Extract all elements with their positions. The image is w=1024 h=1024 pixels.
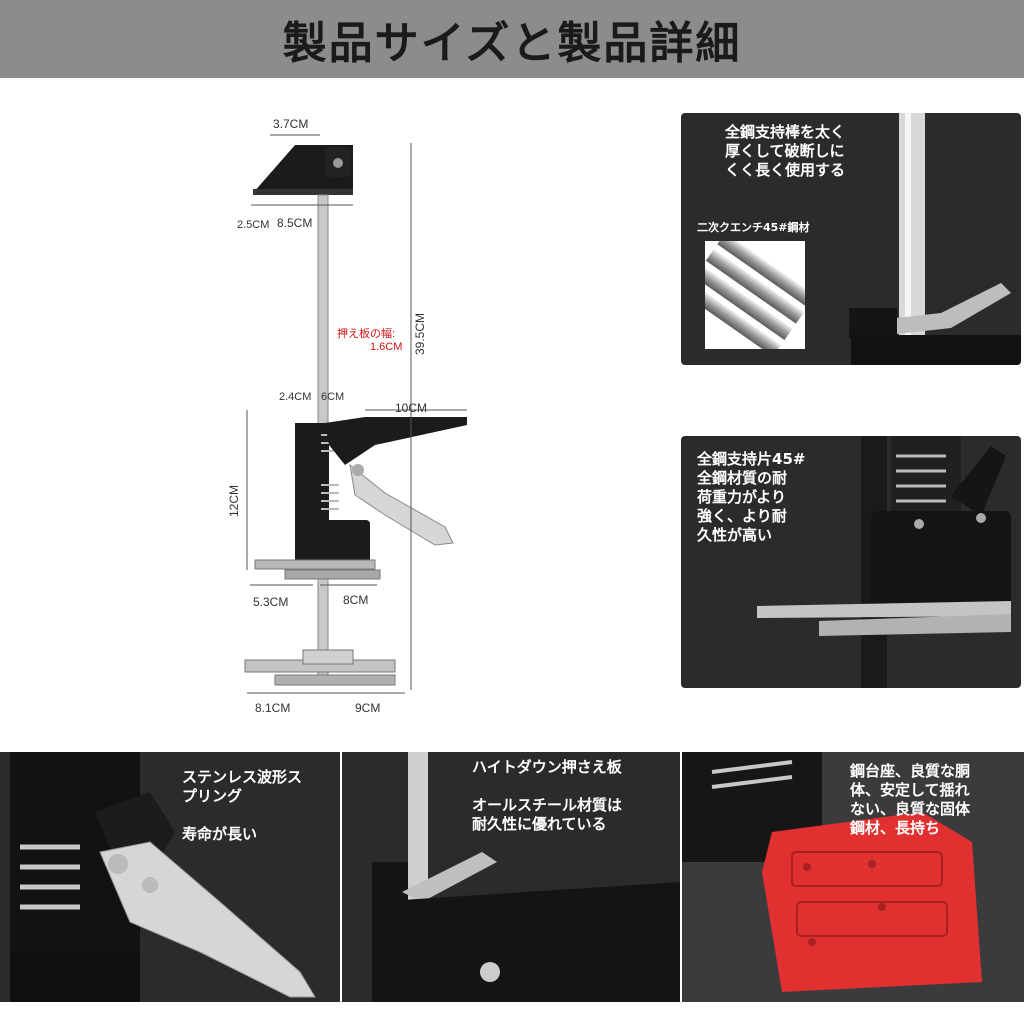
dim-top-width: 3.7CM (273, 117, 309, 131)
dim-handle-b: 6CM (321, 391, 345, 403)
steel-rod-text: 全鋼支持棒を太く 厚くして破断しに くく長く使用する (725, 123, 846, 179)
rod-illustration (849, 113, 1021, 365)
base-illustration (682, 752, 982, 992)
page-title: 製品サイズと製品詳細 (282, 18, 742, 69)
press-plate-text: ハイトダウン押さえ板 オールスチール材質は 耐久性に優れている (472, 758, 623, 833)
dim-fork-b: 8CM (343, 593, 369, 607)
steel-rod-sub-label: 二次クエンチ45#鋼材 (697, 221, 810, 234)
dim-base-a: 8.1CM (255, 701, 291, 715)
dimension-diagram: 3.7CM 2.5CM 8.5CM 押え板の幅: 1.6CM 39.5CM 2.… (225, 105, 485, 725)
title-banner: 製品サイズと製品詳細 (0, 0, 1024, 78)
panel-spring: ステンレス波形ス プリング 寿命が長い (0, 752, 340, 1002)
plate-illustration (757, 436, 1011, 688)
dim-plate-width-label: 押え板の幅: (337, 328, 396, 340)
steel-bars-image (705, 241, 805, 349)
dim-handle-len: 10CM (395, 401, 428, 415)
dim-total-height: 39.5CM (413, 312, 427, 355)
dim-plate-width-value: 1.6CM (370, 341, 403, 353)
panel-steel-rod: 全鋼支持棒を太く 厚くして破断しに くく長く使用する 二次クエンチ45#鋼材 (681, 113, 1021, 365)
spring-illustration (10, 752, 316, 1002)
dim-fork-a: 5.3CM (253, 595, 289, 609)
dim-head-left: 2.5CM (237, 219, 270, 231)
base-text: 鋼台座、良質な胴 体、安定して揺れ ない、良質な固体 鋼材、長持ち (850, 762, 971, 837)
steel-plate-text: 全鋼支持片45# 全鋼材質の耐 荷重力がより 強く、より耐 久性が高い (697, 450, 806, 544)
dim-head-width: 8.5CM (277, 216, 313, 230)
dim-base-b: 9CM (355, 701, 381, 715)
panel-press-plate: ハイトダウン押さえ板 オールスチール材質は 耐久性に優れている (342, 752, 680, 1002)
tool-drawing (244, 134, 467, 694)
panel-base: 鋼台座、良質な胴 体、安定して揺れ ない、良質な固体 鋼材、長持ち (682, 752, 1024, 1002)
press-plate-illustration (372, 752, 680, 1002)
panel-steel-plate: 全鋼支持片45# 全鋼材質の耐 荷重力がより 強く、より耐 久性が高い (681, 436, 1021, 688)
dim-body-height: 12CM (227, 484, 241, 517)
spring-text: ステンレス波形ス プリング 寿命が長い (182, 768, 303, 843)
dim-handle-a: 2.4CM (279, 391, 312, 403)
